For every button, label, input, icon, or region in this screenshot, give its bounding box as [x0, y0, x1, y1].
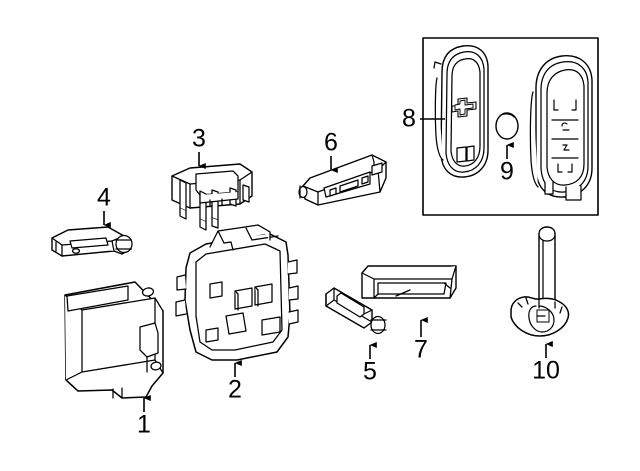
- callout-label-4: 4: [97, 183, 111, 212]
- callout-label-8: 8: [402, 104, 416, 133]
- part-1-control-module: [64, 281, 164, 399]
- callout-label-5: 5: [363, 357, 377, 386]
- callout-label-7: 7: [414, 335, 428, 364]
- part-9-battery: [495, 112, 519, 140]
- key-fob-front: [529, 55, 593, 201]
- part-5-antenna-connector: [325, 287, 387, 335]
- callout-label-3: 3: [192, 124, 206, 153]
- callout-label-10: 10: [532, 356, 560, 385]
- callout-label-6: 6: [324, 128, 338, 157]
- part-10-antenna-mast: [510, 226, 570, 337]
- part-2-body-control-module: [175, 224, 299, 361]
- part-4-antenna-bracket: [51, 226, 133, 257]
- callout-label-2: 2: [228, 375, 242, 404]
- part-6-antenna-module: [298, 154, 387, 206]
- part-7-antenna-strip: [361, 265, 457, 299]
- callout-label-9: 9: [500, 157, 514, 186]
- part-8-key-fob-cover: [433, 45, 489, 178]
- callout-label-1: 1: [137, 410, 151, 439]
- part-3-sensor-module: [171, 163, 253, 231]
